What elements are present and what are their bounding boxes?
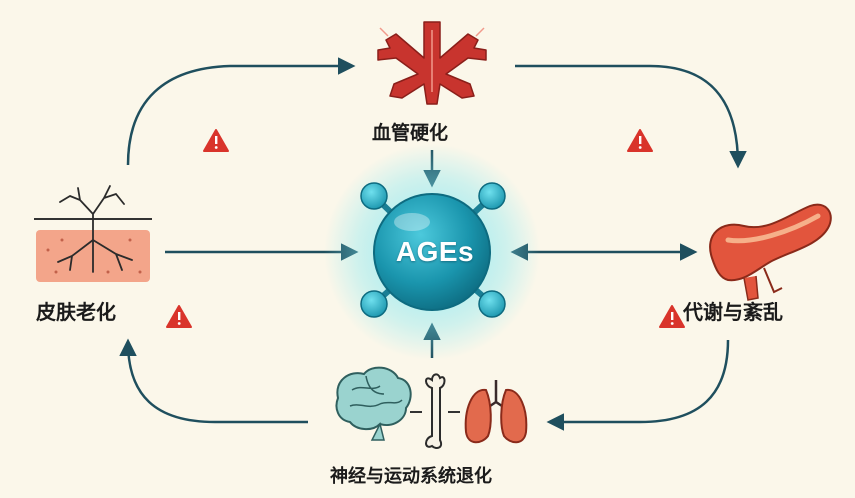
arrow-neuro-to-skin xyxy=(119,338,308,424)
warning-triangle-icon xyxy=(203,129,229,152)
brain-icon xyxy=(335,366,412,441)
warning-triangle-icon xyxy=(627,129,653,152)
molecule-core xyxy=(373,193,491,311)
molecule-atom xyxy=(478,182,506,210)
vessel-label: 血管硬化 xyxy=(372,122,449,144)
arrow-skin-to-vessel xyxy=(126,57,356,166)
blood-vessel-icon xyxy=(377,21,487,105)
cycle-arrows xyxy=(119,57,747,431)
lungs-icon xyxy=(464,380,528,444)
arrow-metabolic-to-neuro xyxy=(546,339,730,431)
arrow-vessel-to-metabolic xyxy=(515,64,747,169)
warning-triangle-icon xyxy=(166,305,192,328)
ages-molecule xyxy=(324,144,540,360)
pancreas-icon xyxy=(709,203,832,301)
warning-triangle-icon xyxy=(659,305,685,328)
molecule-atom xyxy=(360,182,388,210)
molecule-atom xyxy=(360,290,388,318)
aging-skin-icon xyxy=(34,185,152,282)
bone-icon xyxy=(425,373,446,449)
skin-label: 皮肤老化 xyxy=(36,300,116,324)
ages-label: AGEs xyxy=(395,236,475,267)
metabolic-label: 代谢与紊乱 xyxy=(683,300,783,324)
neuro-label: 神经与运动系统退化 xyxy=(330,466,492,487)
molecule-atom xyxy=(478,290,506,318)
